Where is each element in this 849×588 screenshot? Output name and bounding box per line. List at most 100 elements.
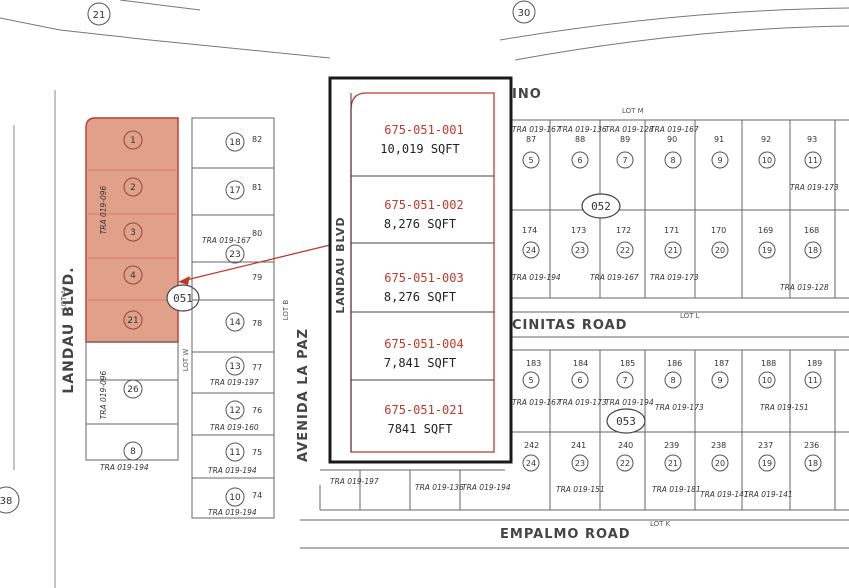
svg-text:053: 053 <box>616 415 636 428</box>
svg-text:18: 18 <box>229 138 241 148</box>
edge-circle-30: 30 <box>512 0 536 24</box>
svg-text:TRA 019-141: TRA 019-141 <box>744 490 793 499</box>
svg-text:236: 236 <box>804 441 819 450</box>
svg-text:11: 11 <box>808 156 818 165</box>
svg-text:80: 80 <box>252 229 262 238</box>
top-right-lot-numbers: 87 88 89 90 91 92 93 174 173 172 171 170… <box>522 135 819 235</box>
svg-text:052: 052 <box>591 200 611 213</box>
callout-parcel-5: 675-051-021 7841 SQFT <box>384 403 463 436</box>
callout-parcel-2: 675-051-002 8,276 SQFT <box>384 198 464 231</box>
svg-text:11: 11 <box>808 376 818 385</box>
bottom-right-parcel-circles: 5 6 7 8 9 10 11 24 23 22 21 20 19 18 <box>522 371 822 472</box>
svg-text:8: 8 <box>670 376 675 385</box>
tra-label-left-bottom: TRA 019-194 <box>100 463 149 472</box>
svg-text:237: 237 <box>758 441 773 450</box>
road-label-empalmo: EMPALMO ROAD <box>500 527 631 542</box>
svg-text:TRA 019-128: TRA 019-128 <box>605 125 654 134</box>
callout-parcel-3: 675-051-003 8,276 SQFT <box>384 271 464 304</box>
svg-text:TRA 019-181: TRA 019-181 <box>652 485 701 494</box>
svg-text:4: 4 <box>130 271 136 281</box>
svg-text:90: 90 <box>667 135 677 144</box>
road-label-landau-blvd: LANDAU BLVD. <box>61 266 77 393</box>
svg-text:9: 9 <box>717 376 722 385</box>
svg-text:TRA 019-173: TRA 019-173 <box>650 273 699 282</box>
lot-l-label: LOT L <box>680 312 700 320</box>
svg-text:TRA 019-167: TRA 019-167 <box>202 236 251 245</box>
svg-text:172: 172 <box>616 226 631 235</box>
svg-text:79: 79 <box>252 273 262 282</box>
svg-text:TRA 019-167: TRA 019-167 <box>512 398 561 407</box>
middle-block <box>191 117 275 519</box>
bottom-right-tra: TRA 019-167 TRA 019-173 TRA 019-194 TRA … <box>330 398 809 499</box>
callout-box: LANDAU BLVD <box>328 76 513 464</box>
lot-a-label: LOT A <box>60 289 68 310</box>
svg-text:238: 238 <box>711 441 726 450</box>
svg-text:TRA 019-194: TRA 019-194 <box>208 508 257 517</box>
svg-text:18: 18 <box>808 246 818 255</box>
svg-text:173: 173 <box>571 226 586 235</box>
svg-text:24: 24 <box>526 246 536 255</box>
svg-text:240: 240 <box>618 441 633 450</box>
svg-text:92: 92 <box>761 135 771 144</box>
tra-label-left-lower: TRA 019-096 <box>99 370 108 419</box>
parcel-sqft: 7,841 SQFT <box>384 356 456 370</box>
svg-text:187: 187 <box>714 359 729 368</box>
svg-text:10: 10 <box>762 156 772 165</box>
svg-text:TRA 019-160: TRA 019-160 <box>210 423 259 432</box>
svg-text:5: 5 <box>528 376 533 385</box>
svg-text:170: 170 <box>711 226 726 235</box>
svg-text:TRA 019-128: TRA 019-128 <box>780 283 829 292</box>
svg-text:168: 168 <box>804 226 819 235</box>
svg-text:21: 21 <box>127 316 138 326</box>
svg-text:2: 2 <box>130 183 136 193</box>
middle-block-lot-numbers: 82 81 80 79 78 77 76 75 74 <box>252 135 262 500</box>
callout-parcel-1: 675-051-001 10,019 SQFT <box>380 123 463 156</box>
parcel-apn: 675-051-004 <box>384 337 463 351</box>
svg-text:TRA 019-194: TRA 019-194 <box>208 466 257 475</box>
svg-text:30: 30 <box>518 8 531 19</box>
top-right-parcel-circles: 5 6 7 8 9 10 11 24 23 22 21 20 19 18 <box>522 151 822 259</box>
svg-text:21: 21 <box>668 459 678 468</box>
svg-text:75: 75 <box>252 448 262 457</box>
svg-text:12: 12 <box>229 406 240 416</box>
road-label-encinitas: CINITAS ROAD <box>512 318 627 333</box>
svg-text:3: 3 <box>130 228 136 238</box>
parcel-apn: 675-051-003 <box>384 271 463 285</box>
svg-text:TRA 019-194: TRA 019-194 <box>605 398 654 407</box>
svg-text:188: 188 <box>761 359 776 368</box>
parcel-apn: 675-051-001 <box>384 123 463 137</box>
svg-text:TRA 019-136: TRA 019-136 <box>558 125 607 134</box>
svg-text:10: 10 <box>762 376 772 385</box>
lot-b-label: LOT B <box>282 300 290 321</box>
svg-text:76: 76 <box>252 406 262 415</box>
parcel-sqft: 10,019 SQFT <box>380 142 459 156</box>
svg-text:TRA 019-197: TRA 019-197 <box>330 477 379 486</box>
svg-text:1: 1 <box>130 136 136 146</box>
middle-block-circles: 18 17 23 14 13 12 11 10 <box>225 132 245 507</box>
svg-text:88: 88 <box>575 135 585 144</box>
svg-text:89: 89 <box>620 135 630 144</box>
svg-text:6: 6 <box>577 376 582 385</box>
top-road-lines <box>0 0 849 61</box>
top-right-tra: TRA 019-167 TRA 019-136 TRA 019-128 TRA … <box>512 125 839 292</box>
road-label-avenida-la-paz: AVENIDA LA PAZ <box>296 328 311 462</box>
book-page-053: 053 <box>606 408 646 434</box>
svg-text:20: 20 <box>715 459 725 468</box>
highlighted-parcel-circles: 1 2 3 4 21 <box>123 130 143 330</box>
svg-text:19: 19 <box>762 246 772 255</box>
svg-text:18: 18 <box>808 459 818 468</box>
svg-text:11: 11 <box>229 448 240 458</box>
tra-label-highlighted: TRA 019-096 <box>99 185 108 234</box>
parcel-sqft: 7841 SQFT <box>387 422 452 436</box>
edge-circle-38: 38 <box>0 486 20 514</box>
svg-text:93: 93 <box>807 135 817 144</box>
svg-text:5: 5 <box>528 156 533 165</box>
svg-text:78: 78 <box>252 319 262 328</box>
svg-text:9: 9 <box>717 156 722 165</box>
svg-text:22: 22 <box>620 459 630 468</box>
svg-text:7: 7 <box>622 376 627 385</box>
bottom-right-lot-numbers: 183 184 185 186 187 188 189 242 241 240 … <box>524 359 822 450</box>
svg-text:23: 23 <box>575 459 585 468</box>
svg-text:186: 186 <box>667 359 682 368</box>
